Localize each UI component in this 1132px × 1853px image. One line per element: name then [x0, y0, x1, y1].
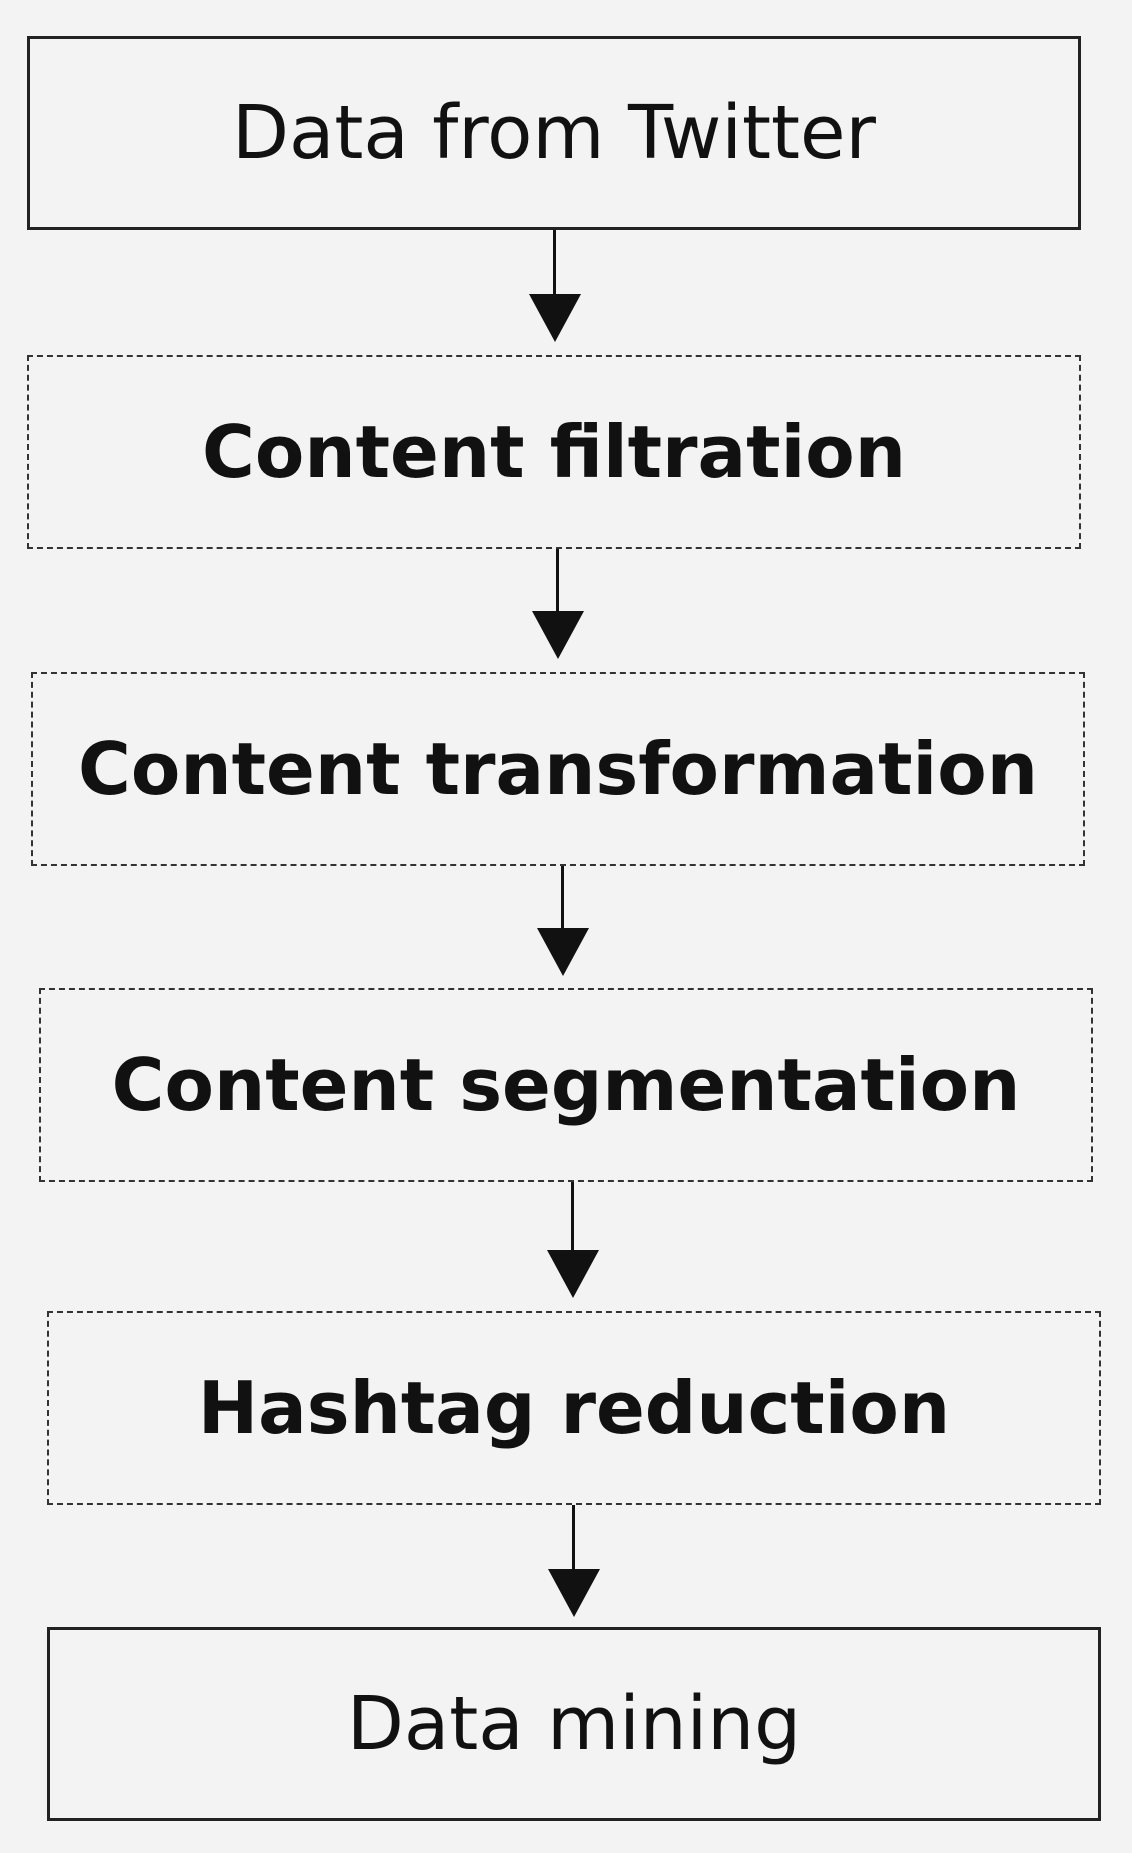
step-hashtag-reduction: Hashtag reduction: [47, 1311, 1101, 1505]
arrow-down-icon: [543, 1182, 603, 1298]
step-content-transformation: Content transformation: [31, 672, 1085, 866]
step-label: Content segmentation: [111, 1043, 1021, 1127]
step-label: Hashtag reduction: [197, 1366, 951, 1450]
step-content-segmentation: Content segmentation: [39, 988, 1093, 1182]
step-data-from-twitter: Data from Twitter: [27, 36, 1081, 230]
step-label: Data mining: [346, 1681, 802, 1767]
arrow-down-icon: [528, 549, 588, 659]
arrow-down-icon: [525, 230, 585, 342]
step-label: Content transformation: [78, 727, 1038, 811]
arrow-down-icon: [544, 1505, 604, 1617]
step-label: Content filtration: [202, 410, 906, 494]
arrow-down-icon: [533, 866, 593, 976]
step-content-filtration: Content filtration: [27, 355, 1081, 549]
step-label: Data from Twitter: [232, 90, 876, 176]
step-data-mining: Data mining: [47, 1627, 1101, 1821]
